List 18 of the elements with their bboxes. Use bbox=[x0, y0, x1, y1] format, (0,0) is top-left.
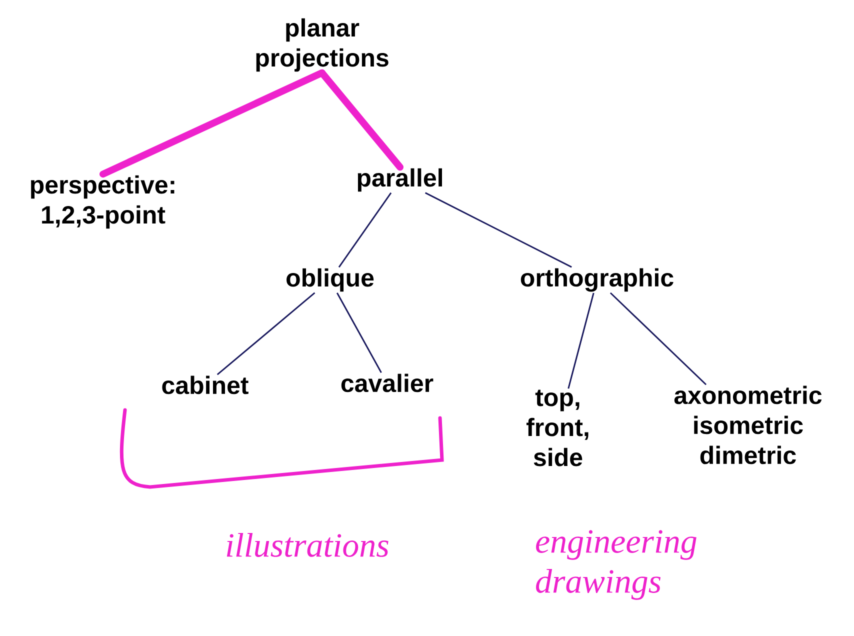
node-label: perspective: 1,2,3-point bbox=[31, 175, 174, 229]
connector-line bbox=[568, 292, 594, 389]
node-label: top, front, side bbox=[526, 390, 588, 466]
node-label: orthographic bbox=[520, 268, 674, 292]
connector-line bbox=[610, 292, 707, 386]
node-label: cabinet bbox=[162, 376, 248, 394]
connector-line bbox=[338, 192, 392, 268]
handwritten-note: illustrations bbox=[226, 533, 388, 557]
connector-line bbox=[336, 292, 382, 373]
node-label: planar projections bbox=[256, 18, 388, 72]
node-label: parallel bbox=[358, 168, 442, 192]
connector-line bbox=[424, 192, 572, 268]
connector-line bbox=[216, 292, 316, 376]
connector-line bbox=[318, 69, 404, 171]
node-label: axonometric isometric dimetric bbox=[674, 386, 822, 464]
node-label: cavalier bbox=[341, 374, 434, 392]
node-label: oblique bbox=[286, 268, 374, 292]
handwritten-note: engineering drawings bbox=[536, 530, 696, 600]
